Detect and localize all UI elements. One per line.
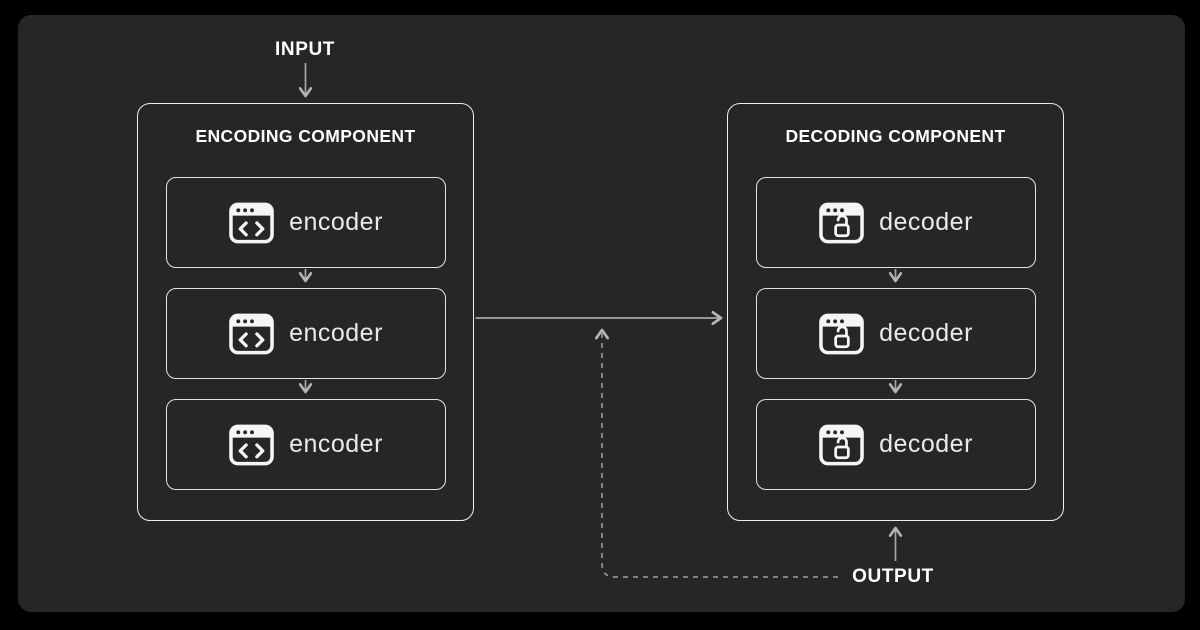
decoder-label: decoder bbox=[879, 430, 973, 458]
code-window-icon bbox=[229, 424, 274, 466]
encoder-box-3: encoder bbox=[166, 399, 446, 490]
code-window-icon bbox=[229, 202, 274, 244]
encoding-component: ENCODING COMPONENT encoder encoder bbox=[137, 103, 474, 521]
unlock-window-icon bbox=[819, 313, 864, 355]
encoder-label: encoder bbox=[289, 430, 383, 458]
decoder-box-3: decoder bbox=[756, 399, 1036, 490]
unlock-window-icon bbox=[819, 424, 864, 466]
decoder-box-2: decoder bbox=[756, 288, 1036, 379]
decoding-component-title: DECODING COMPONENT bbox=[785, 126, 1006, 146]
unlock-window-icon bbox=[819, 202, 864, 244]
encoder-box-1: encoder bbox=[166, 177, 446, 268]
input-label: INPUT bbox=[275, 39, 335, 60]
decoder-label: decoder bbox=[879, 319, 973, 347]
code-window-icon bbox=[229, 313, 274, 355]
output-label: OUTPUT bbox=[852, 566, 934, 587]
decoder-label: decoder bbox=[879, 208, 973, 236]
decoder-box-1: decoder bbox=[756, 177, 1036, 268]
encoder-box-2: encoder bbox=[166, 288, 446, 379]
encoding-component-title: ENCODING COMPONENT bbox=[195, 126, 416, 146]
decoding-component: DECODING COMPONENT decoder decoder bbox=[727, 103, 1064, 521]
encoder-label: encoder bbox=[289, 208, 383, 236]
encoder-label: encoder bbox=[289, 319, 383, 347]
